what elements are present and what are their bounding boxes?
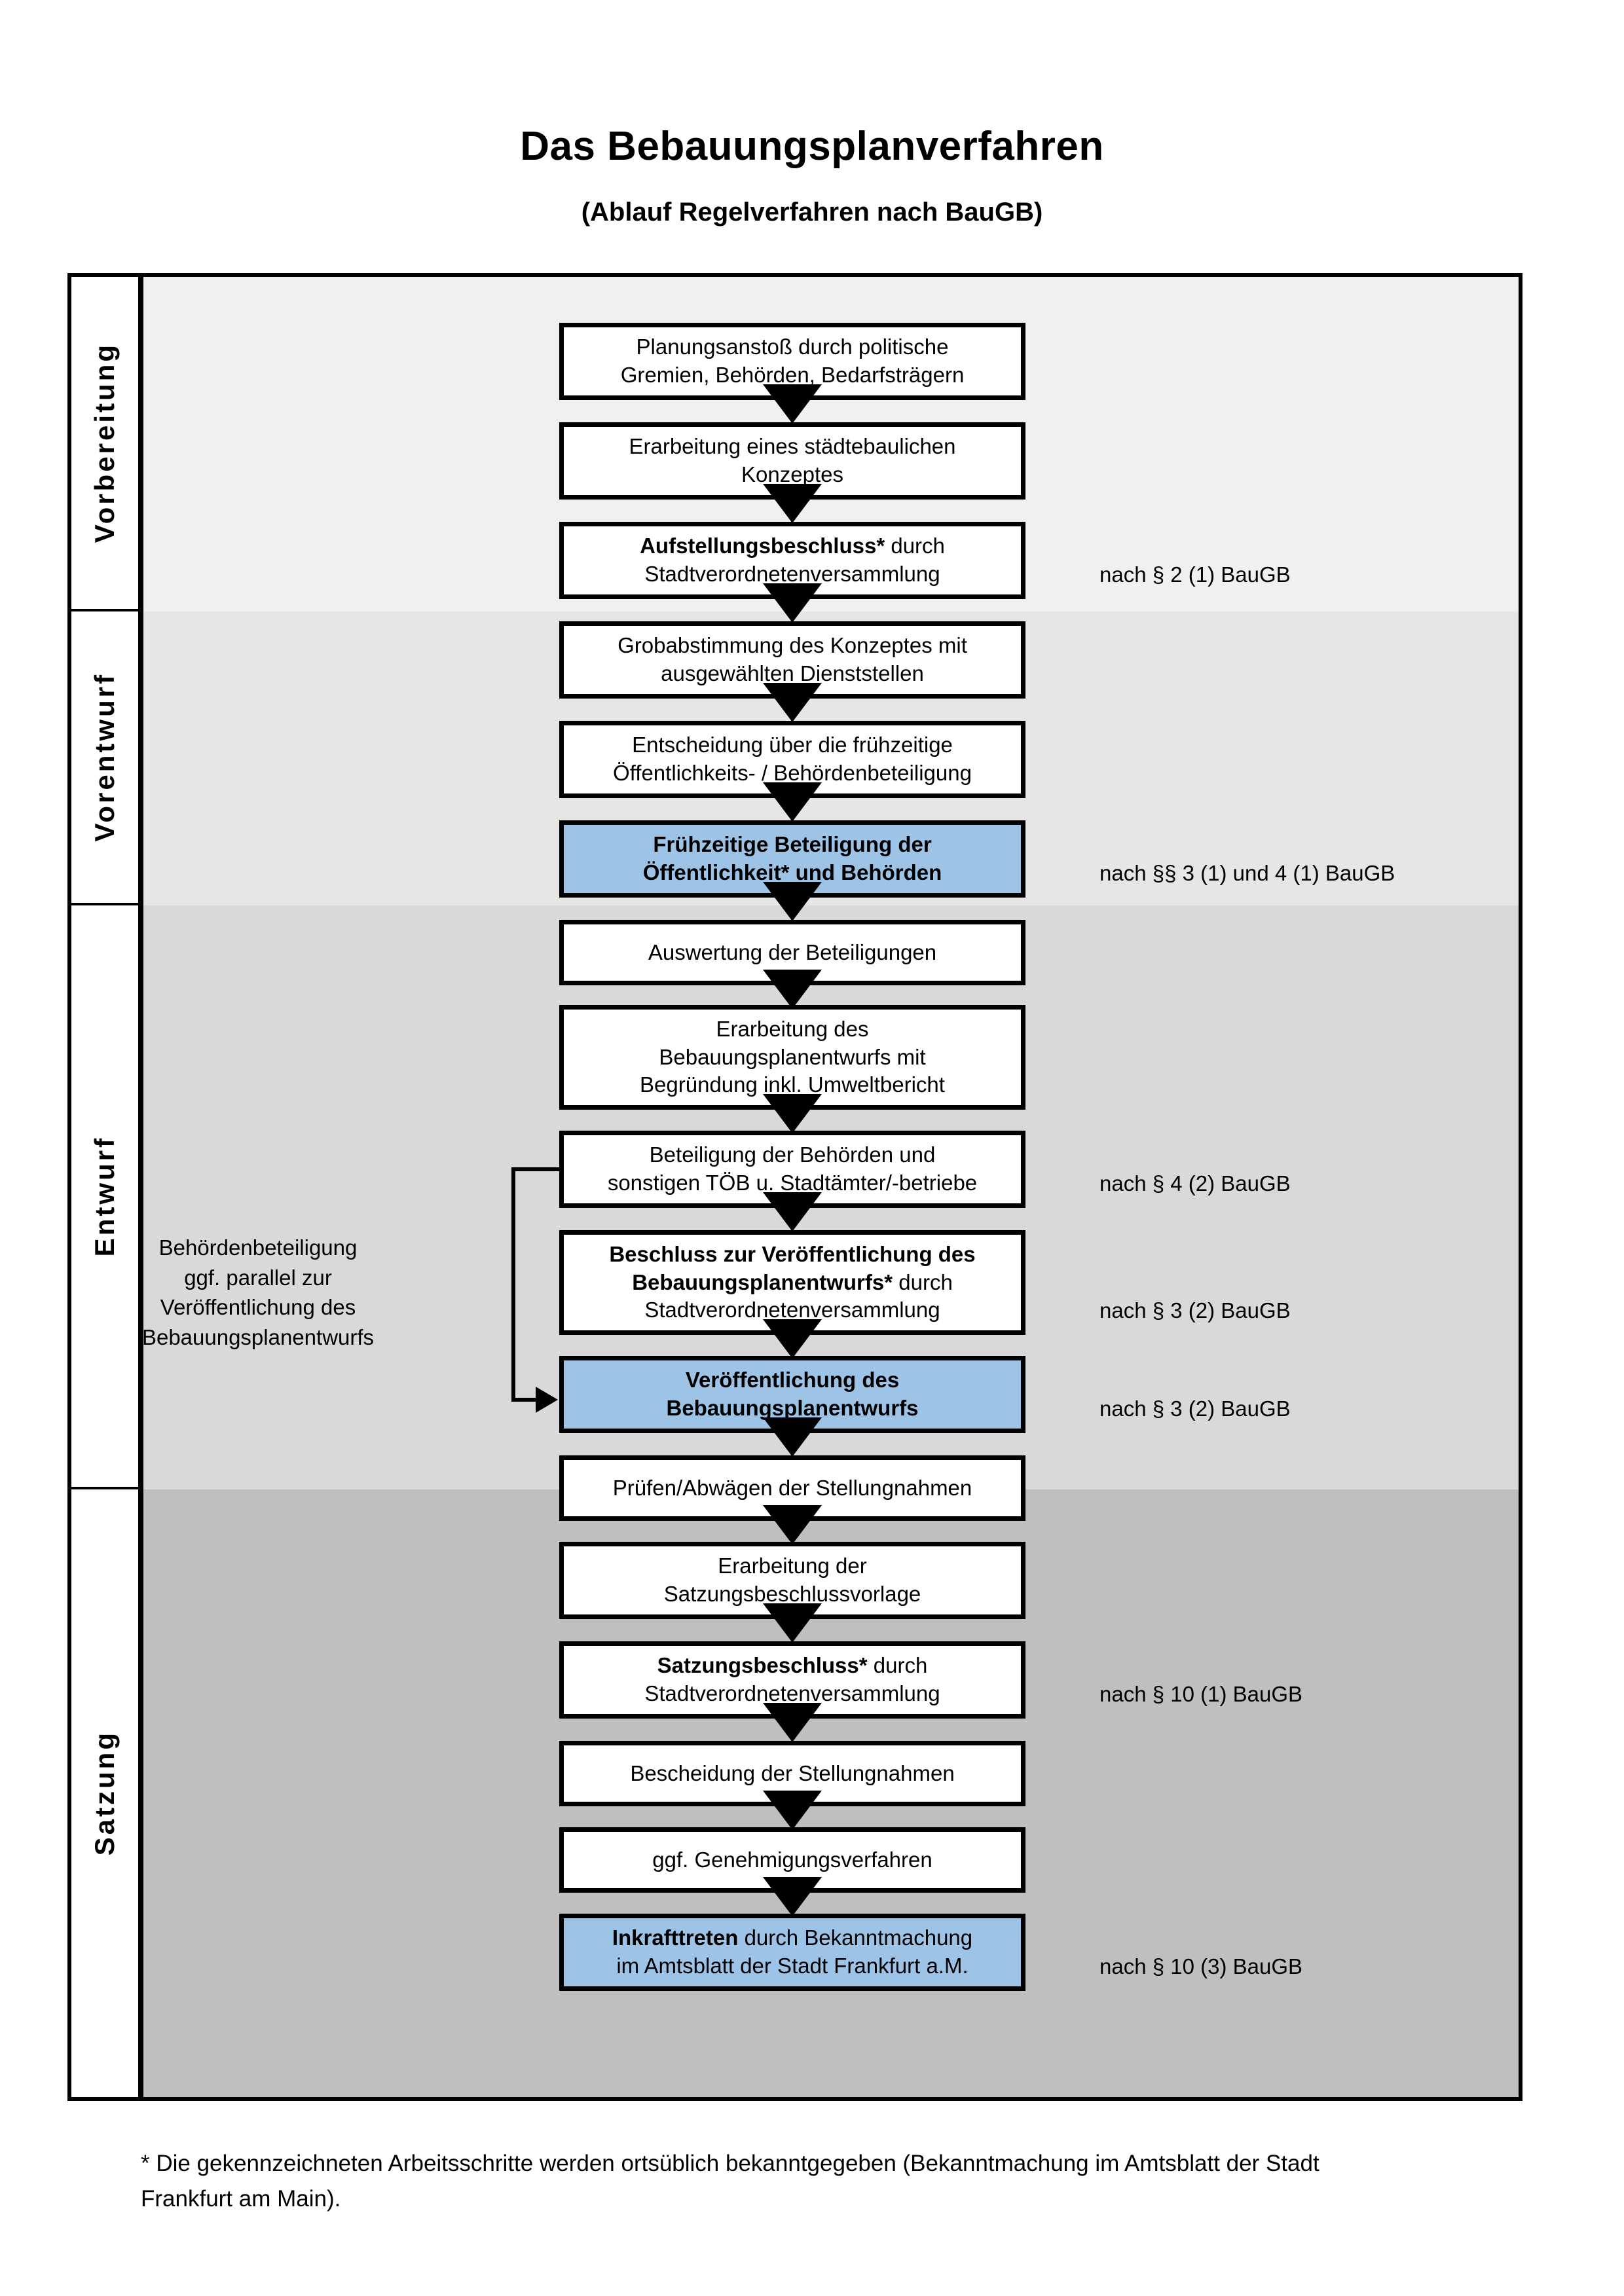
flow-node-text: durch: [893, 1269, 953, 1294]
flow-node-line: im Amtsblatt der Stadt Frankfurt a.M.: [616, 1952, 968, 1980]
flow-node-line: Öffentlichkeit* und Behörden: [642, 860, 942, 884]
flow-node-line: Grobabstimmung des Konzeptes mit: [618, 633, 967, 658]
reference-fruehzeitige-beteiligung: nach §§ 3 (1) und 4 (1) BauGB: [1099, 861, 1395, 885]
flow-node-text: Bebauungsplanentwurfs*: [632, 1269, 893, 1294]
flow-node-text: durch: [867, 1653, 928, 1678]
flow-node-line: Begründung inkl. Umweltbericht: [640, 1072, 945, 1097]
flow-node-text: Inkrafttreten: [612, 1925, 739, 1950]
footnote-line-1: * Die gekennzeichneten Arbeitsschritte w…: [141, 2151, 1320, 2176]
flow-node-text: Stadtverordnetenversammlung: [644, 562, 940, 586]
page-subtitle: (Ablauf Regelverfahren nach BauGB): [581, 198, 1043, 227]
flow-node-text: Satzungsbeschluss*: [657, 1653, 868, 1678]
flow-node-line: ggf. Genehmigungsverfahren: [652, 1847, 932, 1872]
flow-node-text: Stadtverordnetenversammlung: [644, 1298, 940, 1322]
connector-bottom-segment: [511, 1398, 537, 1402]
reference-inkrafttreten: nach § 10 (3) BauGB: [1099, 1954, 1303, 1978]
reference-satzungsbeschluss: nach § 10 (1) BauGB: [1099, 1682, 1303, 1706]
phase-label-entwurf: Entwurf: [71, 905, 138, 1489]
flow-node-line: Bebauungsplanentwurfs: [666, 1396, 919, 1420]
flow-arrow-down-icon: [763, 1192, 822, 1231]
flow-node-text: Stadtverordnetenversammlung: [644, 1681, 940, 1705]
flow-arrow-down-icon: [763, 1319, 822, 1358]
flow-node-line: Bebauungsplanentwurfs* durch: [632, 1269, 953, 1297]
flow-arrow-down-icon: [763, 1603, 822, 1643]
entwurf-sidenote-line: Behördenbeteiligung: [158, 1235, 358, 1260]
reference-beteiligung-behoerden: nach § 4 (2) BauGB: [1099, 1171, 1291, 1195]
flow-node-line: Aufstellungsbeschluss* durch: [640, 532, 945, 560]
flow-node-text: Beschluss zur Veröffentlichung des: [609, 1241, 976, 1266]
flow-node-line: Satzungsbeschlussvorlage: [663, 1582, 921, 1606]
flow-arrow-down-icon: [763, 683, 822, 722]
flow-node-line: Bebauungsplanentwurfs mit: [659, 1044, 926, 1069]
flow-node-line: Stadtverordnetenversammlung: [644, 1296, 940, 1324]
flow-node-line: Beschluss zur Veröffentlichung des: [609, 1241, 975, 1269]
flow-arrow-down-icon: [763, 583, 822, 623]
phase-label-vorbereitung: Vorbereitung: [71, 277, 138, 611]
flow-node-line: Beteiligung der Behörden und: [649, 1142, 936, 1167]
reference-aufstellungsbeschluss: nach § 2 (1) BauGB: [1099, 562, 1291, 587]
flow-node-line: sonstigen TÖB u. Stadtämter/-betriebe: [607, 1171, 978, 1195]
flow-node-line: Erarbeitung der: [718, 1554, 867, 1578]
phase-label-satzung: Satzung: [71, 1489, 138, 2097]
entwurf-sidenote-line: Veröffentlichung des: [160, 1295, 356, 1320]
entwurf-sidenote-line: Bebauungsplanentwurfs: [141, 1324, 375, 1349]
flow-node-line: Inkrafttreten durch Bekanntmachung: [612, 1924, 972, 1952]
flow-arrow-down-icon: [763, 782, 822, 822]
flow-arrow-down-icon: [763, 970, 822, 1009]
flow-arrow-down-icon: [763, 1791, 822, 1830]
flow-node-line: Auswertung der Beteiligungen: [648, 939, 937, 964]
flow-node-line: Frühzeitige Beteiligung der: [653, 832, 932, 857]
flow-node-text: durch Bekanntmachung: [738, 1925, 973, 1950]
title-block: Das Bebauungsplanverfahren (Ablauf Regel…: [0, 124, 1624, 227]
flow-arrow-down-icon: [763, 1094, 822, 1133]
flow-node-line: Satzungsbeschluss* durch: [657, 1652, 928, 1680]
flow-node-text: durch: [885, 534, 945, 558]
phase-label-vorentwurf: Vorentwurf: [71, 611, 138, 905]
connector-top-segment: [511, 1167, 559, 1171]
flow-arrow-down-icon: [763, 1877, 822, 1916]
flow-node-genehmigungsverfahren[interactable]: ggf. Genehmigungsverfahren: [559, 1827, 1025, 1893]
flow-arrow-down-icon: [763, 1703, 822, 1742]
flow-node-line: Bescheidung der Stellungnahmen: [630, 1760, 955, 1785]
connector-arrow-right-icon: [536, 1387, 558, 1413]
flow-node-line: Gremien, Behörden, Bedarfsträgern: [620, 363, 965, 387]
flow-node-line: Veröffentlichung des: [685, 1368, 900, 1393]
flow-node-line: Prüfen/Abwägen der Stellungnahmen: [612, 1475, 972, 1500]
flow-node-line: Erarbeitung des: [716, 1016, 869, 1041]
flow-node-line: Stadtverordnetenversammlung: [644, 560, 940, 589]
reference-beschluss-veroeffentlichung: nach § 3 (2) BauGB: [1099, 1298, 1291, 1322]
flow-node-line: ausgewählten Dienststellen: [661, 661, 924, 685]
entwurf-sidenote-line: ggf. parallel zur: [184, 1265, 332, 1290]
flow-node-line: Öffentlichkeits- / Behördenbeteiligung: [613, 761, 972, 785]
flow-node-text: Aufstellungsbeschluss*: [640, 534, 885, 558]
reference-veroeffentlichung: nach § 3 (2) BauGB: [1099, 1396, 1291, 1421]
flow-node-text: im Amtsblatt der Stadt Frankfurt a.M.: [616, 1954, 969, 1978]
footnote: * Die gekennzeichneten Arbeitsschritte w…: [141, 2146, 1529, 2217]
flow-node-line: Stadtverordnetenversammlung: [644, 1680, 940, 1708]
flow-arrow-down-icon: [763, 882, 822, 921]
flow-node-line: Planungsanstoß durch politische: [636, 335, 949, 359]
flow-arrow-down-icon: [763, 384, 822, 424]
flow-arrow-down-icon: [763, 1505, 822, 1544]
flow-node-line: Erarbeitung eines städtebaulichen: [629, 434, 956, 459]
page-title: Das Bebauungsplanverfahren: [520, 124, 1104, 169]
flow-node-line: Konzeptes: [741, 462, 843, 486]
flow-node-line: Entscheidung über die frühzeitige: [632, 733, 953, 757]
connector-vertical-segment: [511, 1167, 515, 1402]
flow-arrow-down-icon: [763, 1417, 822, 1457]
footnote-line-2: Frankfurt am Main).: [141, 2186, 341, 2212]
flow-arrow-down-icon: [763, 484, 822, 523]
